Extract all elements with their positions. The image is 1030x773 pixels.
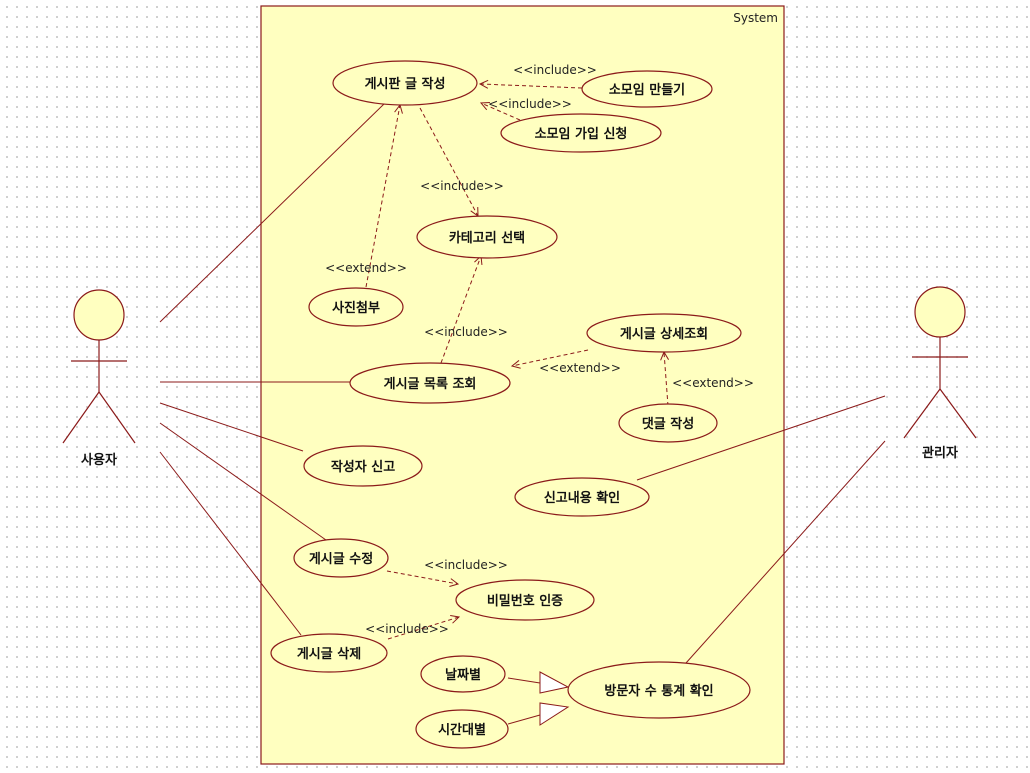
usecase-password-auth-label: 비밀번호 인증 [487, 593, 563, 609]
label-extend-detail: <<extend>> [539, 361, 621, 375]
usecase-edit-post[interactable]: 게시글 수정 [293, 538, 389, 578]
assoc-admin-visitor-stats[interactable] [685, 440, 886, 664]
usecase-create-group-label: 소모임 만들기 [609, 82, 685, 98]
actor-user-label: 사용자 [81, 452, 117, 468]
assoc-user-write-post[interactable] [159, 103, 385, 323]
usecase-post-list[interactable]: 게시글 목록 조회 [349, 362, 511, 404]
usecase-write-comment[interactable]: 댓글 작성 [618, 403, 718, 443]
usecase-attach-photo[interactable]: 사진첨부 [308, 287, 404, 327]
usecase-edit-post-label: 게시글 수정 [309, 551, 373, 567]
usecase-post-list-label: 게시글 목록 조회 [384, 376, 477, 392]
usecase-password-auth[interactable]: 비밀번호 인증 [455, 579, 595, 621]
generalization-by-date-arrow [539, 671, 570, 694]
usecase-join-group-label: 소모임 가입 신청 [535, 126, 628, 142]
actor-user[interactable]: 사용자 [62, 289, 136, 468]
generalization-by-time-line[interactable] [507, 714, 541, 725]
extend-comment-arrow[interactable] [664, 352, 668, 407]
label-include-create-group: <<include>> [513, 63, 597, 77]
include-create-group-arrow[interactable] [480, 84, 583, 88]
actor-admin-label: 관리자 [922, 445, 958, 461]
usecase-select-category[interactable]: 카테고리 선택 [416, 215, 558, 259]
label-include-join-group: <<include>> [488, 97, 572, 111]
usecase-by-date[interactable]: 날짜별 [420, 655, 506, 693]
label-include-list-category: <<include>> [424, 325, 508, 339]
usecase-report-author-label: 작성자 신고 [331, 459, 395, 475]
assoc-user-edit-post[interactable] [159, 422, 327, 541]
usecase-visitor-stats-label: 방문자 수 통계 확인 [604, 683, 713, 699]
usecase-write-comment-label: 댓글 작성 [642, 416, 694, 432]
label-extend-photo: <<extend>> [325, 261, 407, 275]
label-include-edit-auth: <<include>> [424, 558, 508, 572]
usecase-check-report-label: 신고내용 확인 [544, 490, 620, 506]
usecase-select-category-label: 카테고리 선택 [449, 230, 525, 246]
label-include-delete-auth: <<include>> [365, 622, 449, 636]
usecase-write-post[interactable]: 게시판 글 작성 [332, 60, 478, 106]
include-list-category-arrow[interactable] [440, 256, 481, 364]
usecase-attach-photo-label: 사진첨부 [332, 300, 380, 316]
actor-admin-left-leg [903, 388, 941, 439]
usecase-by-time[interactable]: 시간대별 [415, 709, 509, 749]
generalization-by-time-arrow [539, 702, 570, 726]
usecase-post-detail-label: 게시글 상세조회 [620, 326, 708, 342]
usecase-post-detail[interactable]: 게시글 상세조회 [586, 313, 742, 353]
actor-user-left-leg [62, 391, 100, 444]
actor-admin[interactable]: 관리자 [903, 286, 977, 461]
actor-admin-head [914, 286, 966, 338]
label-include-write-category: <<include>> [420, 179, 504, 193]
actor-admin-right-leg [939, 388, 977, 439]
include-edit-auth-arrow[interactable] [386, 570, 458, 584]
usecase-check-report[interactable]: 신고내용 확인 [514, 477, 650, 517]
assoc-user-delete-post[interactable] [159, 451, 302, 636]
usecase-delete-post-label: 게시글 삭제 [297, 647, 361, 662]
extend-photo-arrow[interactable] [365, 105, 400, 288]
actor-user-right-leg [98, 391, 136, 444]
include-delete-auth-arrow[interactable] [387, 617, 459, 640]
usecase-write-post-label: 게시판 글 작성 [365, 76, 446, 92]
usecase-join-group[interactable]: 소모임 가입 신청 [500, 113, 662, 153]
assoc-admin-check-report[interactable] [636, 395, 886, 481]
system-label: System [733, 11, 778, 25]
actor-user-head [73, 289, 125, 341]
usecase-by-date-label: 날짜별 [445, 667, 481, 683]
label-extend-comment: <<extend>> [672, 376, 754, 390]
include-join-group-arrow[interactable] [481, 103, 521, 121]
usecase-visitor-stats[interactable]: 방문자 수 통계 확인 [567, 661, 751, 719]
assoc-user-report-author[interactable] [159, 402, 304, 452]
usecase-by-time-label: 시간대별 [438, 722, 486, 738]
extend-detail-arrow[interactable] [512, 349, 589, 366]
usecase-delete-post[interactable]: 게시글 삭제 [270, 633, 388, 673]
generalization-by-date-line[interactable] [507, 677, 541, 684]
usecase-create-group[interactable]: 소모임 만들기 [581, 70, 713, 108]
usecase-report-author[interactable]: 작성자 신고 [303, 445, 423, 487]
